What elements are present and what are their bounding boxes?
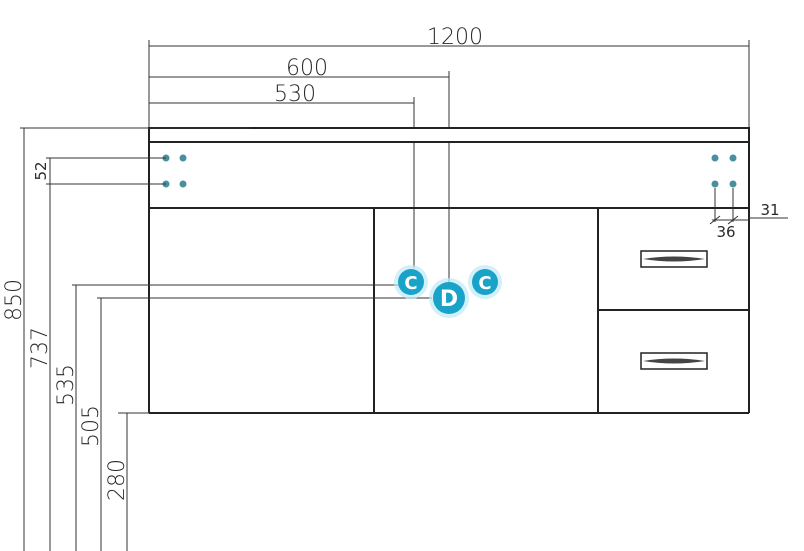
dimension-1200: 1200 [148,25,750,128]
dimension-530: 530 [149,82,415,268]
dimension-label-600: 600 [286,56,328,81]
marker-c-left: C [394,265,428,299]
dimension-label-737: 737 [28,327,53,369]
marker-c-right: C [468,265,502,299]
marker-d-center: D [429,278,469,318]
hole-icon [179,180,187,188]
drawer-handle-top [640,250,708,268]
dimension-label-535: 535 [54,364,79,406]
countertop [148,127,750,143]
dimension-label-530: 530 [274,82,316,107]
dimension-label-850: 850 [2,279,27,321]
hole-icon [729,180,737,188]
marker-label-c-left: C [404,273,417,294]
dimension-600: 600 [149,56,450,285]
hole-icon [179,154,187,162]
dimension-label-36: 36 [716,223,735,241]
dimension-label-505: 505 [79,405,104,447]
marker-label-d: D [440,287,458,312]
hole-icon [711,154,719,162]
drawer-handle-bottom [640,352,708,370]
dimension-31-36: 31 36 [709,188,788,241]
hole-icon [729,154,737,162]
wall-panel [148,142,750,413]
cabinet-body [149,207,749,414]
hole-icon [711,180,719,188]
dimension-label-52: 52 [32,161,50,180]
vertical-dimensions [20,127,432,551]
dimension-label-31: 31 [760,201,779,219]
dimension-label-280: 280 [105,459,130,501]
marker-label-c-right: C [478,273,491,294]
dimension-label-1200: 1200 [427,25,483,50]
